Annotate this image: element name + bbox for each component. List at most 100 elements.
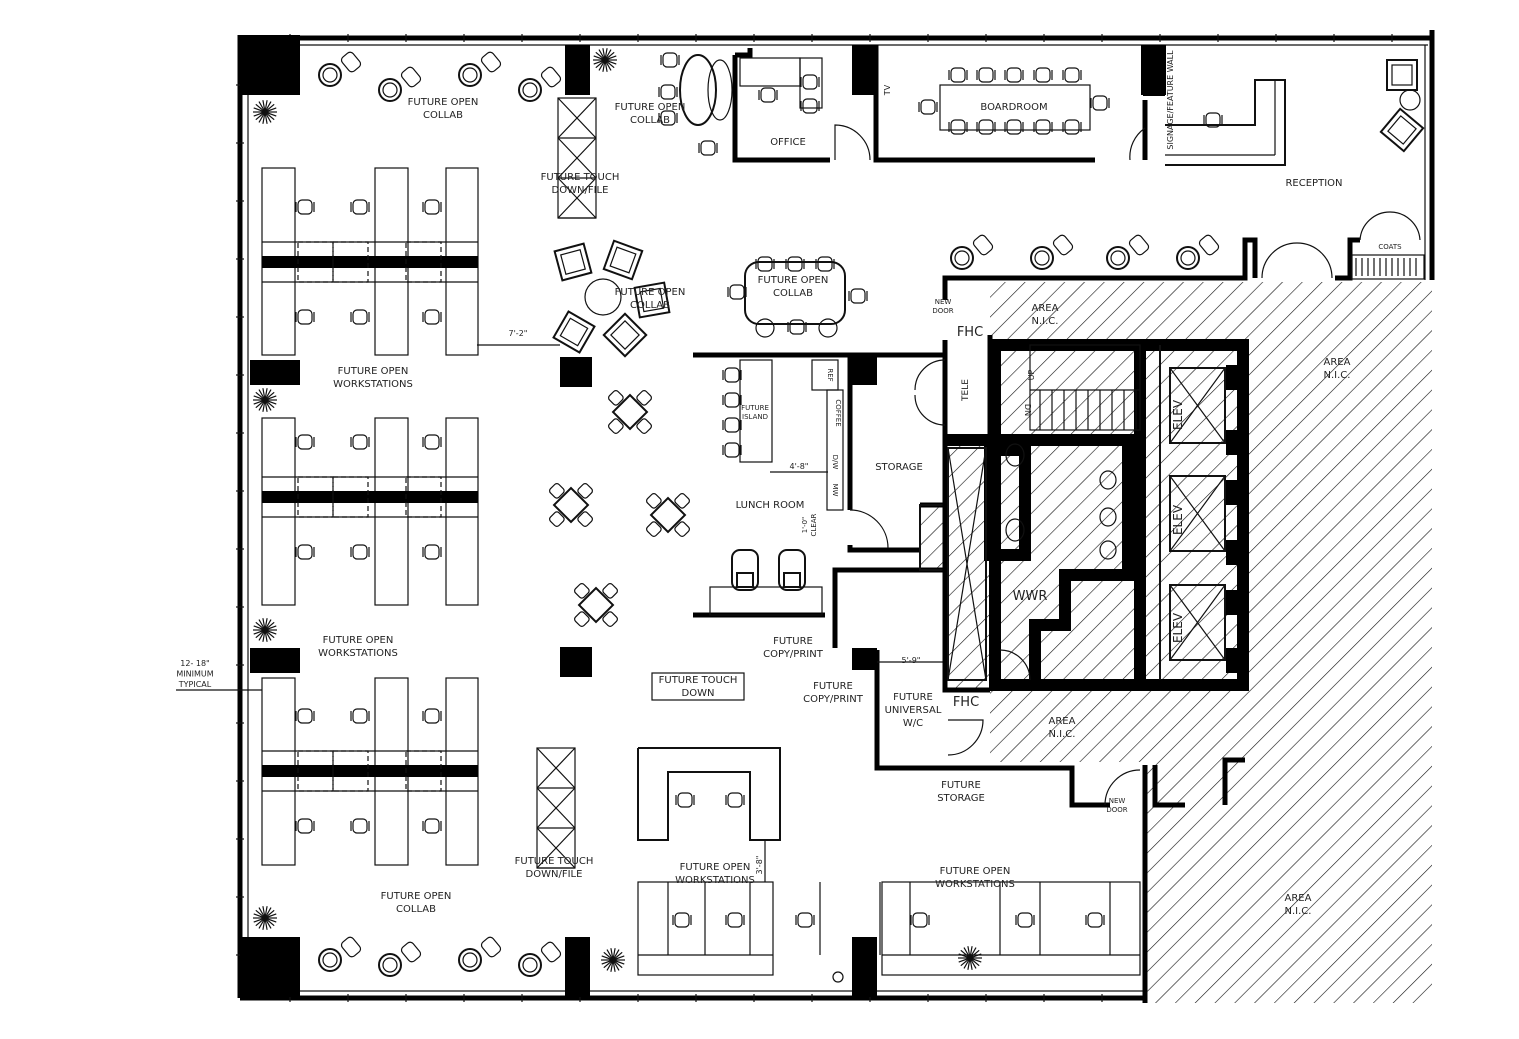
label-line: COPY/PRINT [803,694,864,705]
chair-icon [1062,67,1082,83]
label-line: 1'-0" [801,517,809,534]
label-line: N.I.C. [1049,729,1076,740]
label-line: COLLAB [773,288,813,299]
chair-icon [800,98,820,114]
workstation-cluster [637,747,781,841]
chair-icon [1085,912,1105,928]
counter [709,586,823,616]
chair-icon [350,818,370,834]
storage-pedestal [297,476,334,518]
chair-icon [948,119,968,135]
column-icon [250,648,300,673]
column-icon [565,45,590,95]
label-line: COLLAB [423,110,463,121]
column-icon [565,937,590,997]
lounge-chair-icon [602,312,648,358]
plant-icon [253,618,277,642]
label-line: ELEV [1171,504,1185,535]
chair-icon [910,912,930,928]
label-line: RECEPTION [1285,178,1342,189]
lounge-chair-icon [1106,234,1150,270]
wall [847,545,920,553]
chair-icon [675,792,695,808]
storage-pedestal [405,750,442,792]
label-clear: 1'-0"CLEAR [801,513,818,536]
line [1169,475,1226,552]
label-line: FUTURE OPEN [323,635,394,646]
label-fhc-1: FHC [957,325,983,340]
boardroom-table [939,84,1091,131]
door-swing-icon [1261,242,1333,279]
label-line: STORAGE [875,462,923,473]
label-line: DOOR [932,307,953,315]
fridge [811,359,839,391]
label-dim-3-8: 3'-8" [755,856,764,875]
label-line: ISLAND [742,413,768,421]
door-swing-icon [914,359,946,426]
chair-icon [848,288,868,304]
wall [1222,757,1245,805]
plant-icon [958,946,982,970]
line [536,827,576,869]
toilet-icon [1099,540,1117,560]
label-dw: D/W [831,455,839,470]
label-line: 4'-8" [790,462,809,471]
lounge-chair-icon [378,66,422,102]
line [536,747,576,789]
wall [1152,765,1185,808]
plant-icon [253,388,277,412]
label-storage: STORAGE [875,462,923,473]
label-tele: TELE [961,379,971,402]
label-dim-4-8: 4'-8" [790,462,809,471]
column-icon [852,355,877,385]
column-icon [560,647,592,677]
line [947,447,987,681]
chair-icon [722,442,742,458]
column-icon [560,357,592,387]
lounge-chair-icon [518,941,562,977]
stair [1029,344,1141,431]
chair-icon [1203,112,1223,128]
label-line: COLLAB [630,300,670,311]
label-line: STORAGE [937,793,985,804]
label-line: ELEV [1171,612,1185,643]
label-line: COATS [1378,243,1402,251]
label-line: MINIMUM [176,669,213,678]
label-line: TYPICAL [178,680,212,689]
storage-pedestal [332,476,369,518]
outlet-icon [832,971,844,983]
chair-icon [422,818,442,834]
door-swing-icon [1129,127,1146,161]
chair-icon [727,284,747,300]
label-line: FUTURE [941,780,981,791]
oval-table [679,54,717,126]
label-line: WORKSTATIONS [935,879,1015,890]
plant-icon [253,906,277,930]
label-line: REF [826,368,834,381]
label-line: AREA [1049,716,1076,727]
label-dim-5-9: 5'-9" [902,656,921,665]
label-line: WORKSTATIONS [318,648,398,659]
elevator-icon [1169,367,1226,444]
column-icon [1143,48,1165,96]
label-line: UP [1027,369,1036,380]
label-line: BOARDROOM [980,102,1047,113]
lounge-chair-icon [458,936,502,972]
cafe-table [549,483,593,527]
column-icon [852,648,877,670]
door-swing-icon [834,124,871,161]
label-line: NEW [1109,797,1126,805]
chair-icon [1004,119,1024,135]
chair-icon [795,912,815,928]
touchdown-box [651,672,745,701]
coat-rack [1351,254,1425,280]
